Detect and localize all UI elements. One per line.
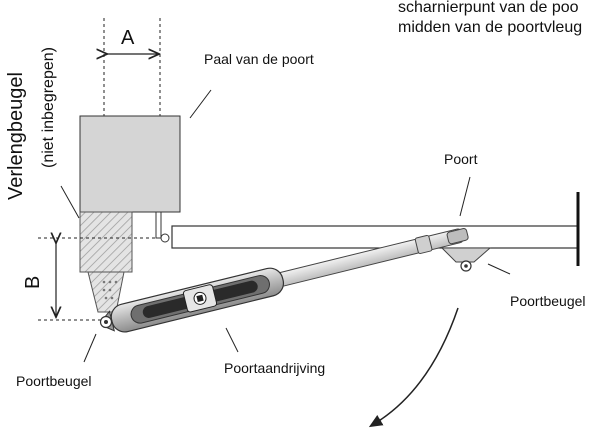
opening-direction-arrow: [368, 307, 459, 428]
top-note-line-1: scharnierpunt van de poo: [398, 0, 579, 16]
operator-label: Poortaandrijving: [224, 360, 325, 376]
extension-bracket-label-2: (niet inbegrepen): [40, 47, 57, 168]
post-label: Paal van de poort: [204, 51, 314, 67]
gate-leaf: [171, 225, 579, 249]
bracket-right-leader: [487, 263, 511, 275]
post-leader-line: [189, 89, 212, 119]
operator-body: [102, 267, 285, 333]
gate-post: [79, 115, 181, 213]
hinge-pin: [155, 211, 162, 239]
dimension-b: B: [22, 238, 160, 321]
hinge-point: [160, 233, 170, 243]
dimension-b-label: B: [22, 276, 44, 289]
extension-bracket: [79, 211, 133, 273]
bracket-holes: [102, 280, 118, 300]
gate-bracket-right-label: Poortbeugel: [510, 293, 586, 309]
extension-bracket-label-1: Verlengbeugel: [5, 72, 27, 200]
gate-label: Poort: [444, 151, 478, 167]
gate-bracket-right: [440, 247, 492, 263]
dimension-a-label: A: [121, 27, 135, 49]
gate-leader-line: [459, 176, 471, 217]
top-note-line-2: midden van de poortvleug: [398, 19, 582, 36]
operator-leader-line: [225, 327, 239, 353]
bracket-left-leader: [83, 333, 97, 363]
gate-bracket-left-label: Poortbeugel: [16, 373, 92, 389]
extension-leader-line: [60, 185, 80, 219]
